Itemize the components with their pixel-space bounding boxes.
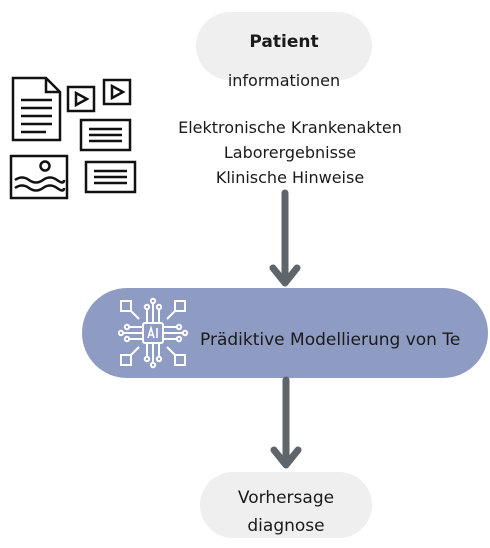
data-sources-list: Elektronische Krankenakten Laborergebnis… (150, 115, 430, 190)
patient-title: Patient (249, 32, 319, 52)
patient-subtitle: informationen (227, 71, 341, 90)
diagnosis-line-1: Vorhersage (237, 488, 335, 508)
source-item: Klinische Hinweise (215, 168, 365, 187)
model-label: Prädiktive Modellierung von Te (200, 330, 461, 350)
diagnosis-node: Vorhersage diagnose (200, 472, 372, 538)
ai-chip-icon (117, 297, 189, 369)
diagnosis-line-2: diagnose (247, 516, 325, 536)
source-item: Elektronische Krankenakten (178, 118, 402, 137)
predictive-model-node: Prädiktive Modellierung von Te (82, 288, 488, 378)
source-item: Laborergebnisse (223, 143, 357, 162)
patient-info-node: Patient informationen (196, 12, 372, 90)
documents-cluster-icon (9, 76, 137, 200)
